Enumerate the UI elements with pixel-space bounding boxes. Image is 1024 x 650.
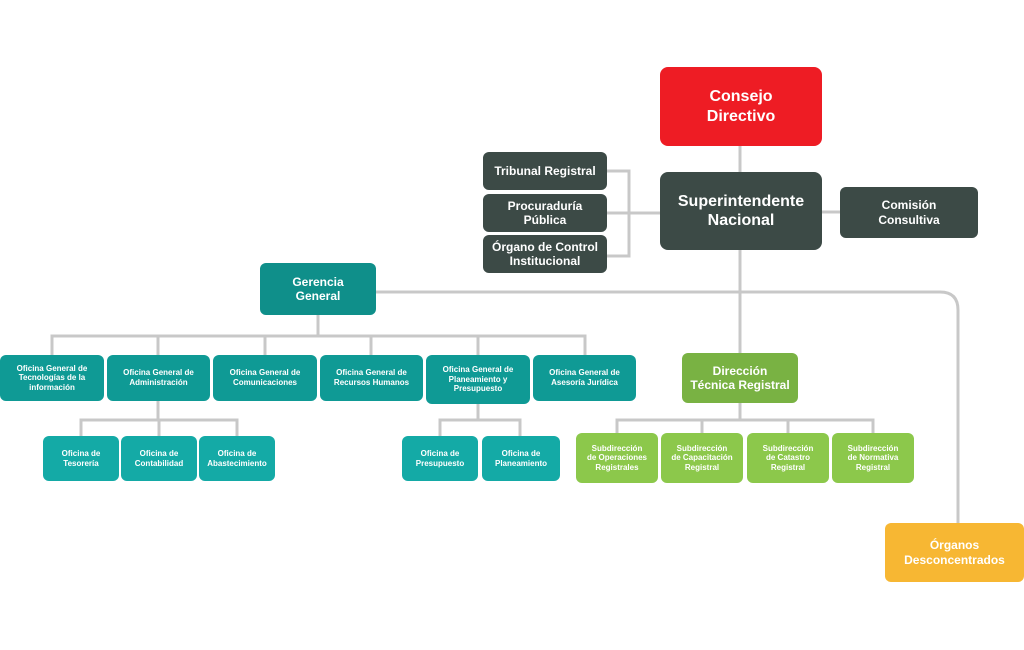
gerencia-general-box: Gerencia General bbox=[260, 263, 376, 315]
organos-desconcentrados-box: Órganos Desconcentrados bbox=[885, 523, 1024, 582]
procuraduria-box: Procuraduría Pública bbox=[483, 194, 607, 232]
connector-planeamiento-oficinas bbox=[438, 404, 522, 436]
direccion-tecnica-box: Dirección Técnica Registral bbox=[682, 353, 798, 403]
connector-staff-bracket bbox=[607, 169, 660, 258]
oficina-administracion-box: Oficina General de Administración bbox=[107, 355, 210, 401]
oficina-planeamiento-presupuesto-box: Oficina General de Planeamiento y Presup… bbox=[426, 355, 530, 404]
oficina-abastecimiento-box: Oficina de Abastecimiento bbox=[199, 436, 275, 481]
subdireccion-capacitacion-box: Subdirección de Capacitación Registral bbox=[661, 433, 743, 483]
consejo-directivo-box: Consejo Directivo bbox=[660, 67, 822, 146]
superintendente-box: Superintendente Nacional bbox=[660, 172, 822, 250]
connector-administracion-oficinas bbox=[79, 401, 239, 436]
comision-consultiva-box: Comisión Consultiva bbox=[840, 187, 978, 238]
organo-control-box: Órgano de Control Institucional bbox=[483, 235, 607, 273]
connector-gerencia-organos bbox=[376, 290, 960, 523]
subdireccion-normativa-box: Subdirección de Normativa Registral bbox=[832, 433, 914, 483]
oficina-presupuesto-box: Oficina de Presupuesto bbox=[402, 436, 478, 481]
connector-gerencia-oficinas bbox=[50, 315, 587, 355]
oficina-planeamiento-box: Oficina de Planeamiento bbox=[482, 436, 560, 481]
connector-direccion-subdirecciones bbox=[615, 403, 875, 433]
oficina-tesoreria-box: Oficina de Tesorería bbox=[43, 436, 119, 481]
subdireccion-operaciones-box: Subdirección de Operaciones Registrales bbox=[576, 433, 658, 483]
oficina-contabilidad-box: Oficina de Contabilidad bbox=[121, 436, 197, 481]
oficina-comunicaciones-box: Oficina General de Comunicaciones bbox=[213, 355, 317, 401]
oficina-asesoria-box: Oficina General de Asesoría Jurídica bbox=[533, 355, 636, 401]
subdireccion-catastro-box: Subdirección de Catastro Registral bbox=[747, 433, 829, 483]
oficina-rrhh-box: Oficina General de Recursos Humanos bbox=[320, 355, 423, 401]
oficina-tecnologias-box: Oficina General de Tecnologías de la inf… bbox=[0, 355, 104, 401]
tribunal-registral-box: Tribunal Registral bbox=[483, 152, 607, 190]
